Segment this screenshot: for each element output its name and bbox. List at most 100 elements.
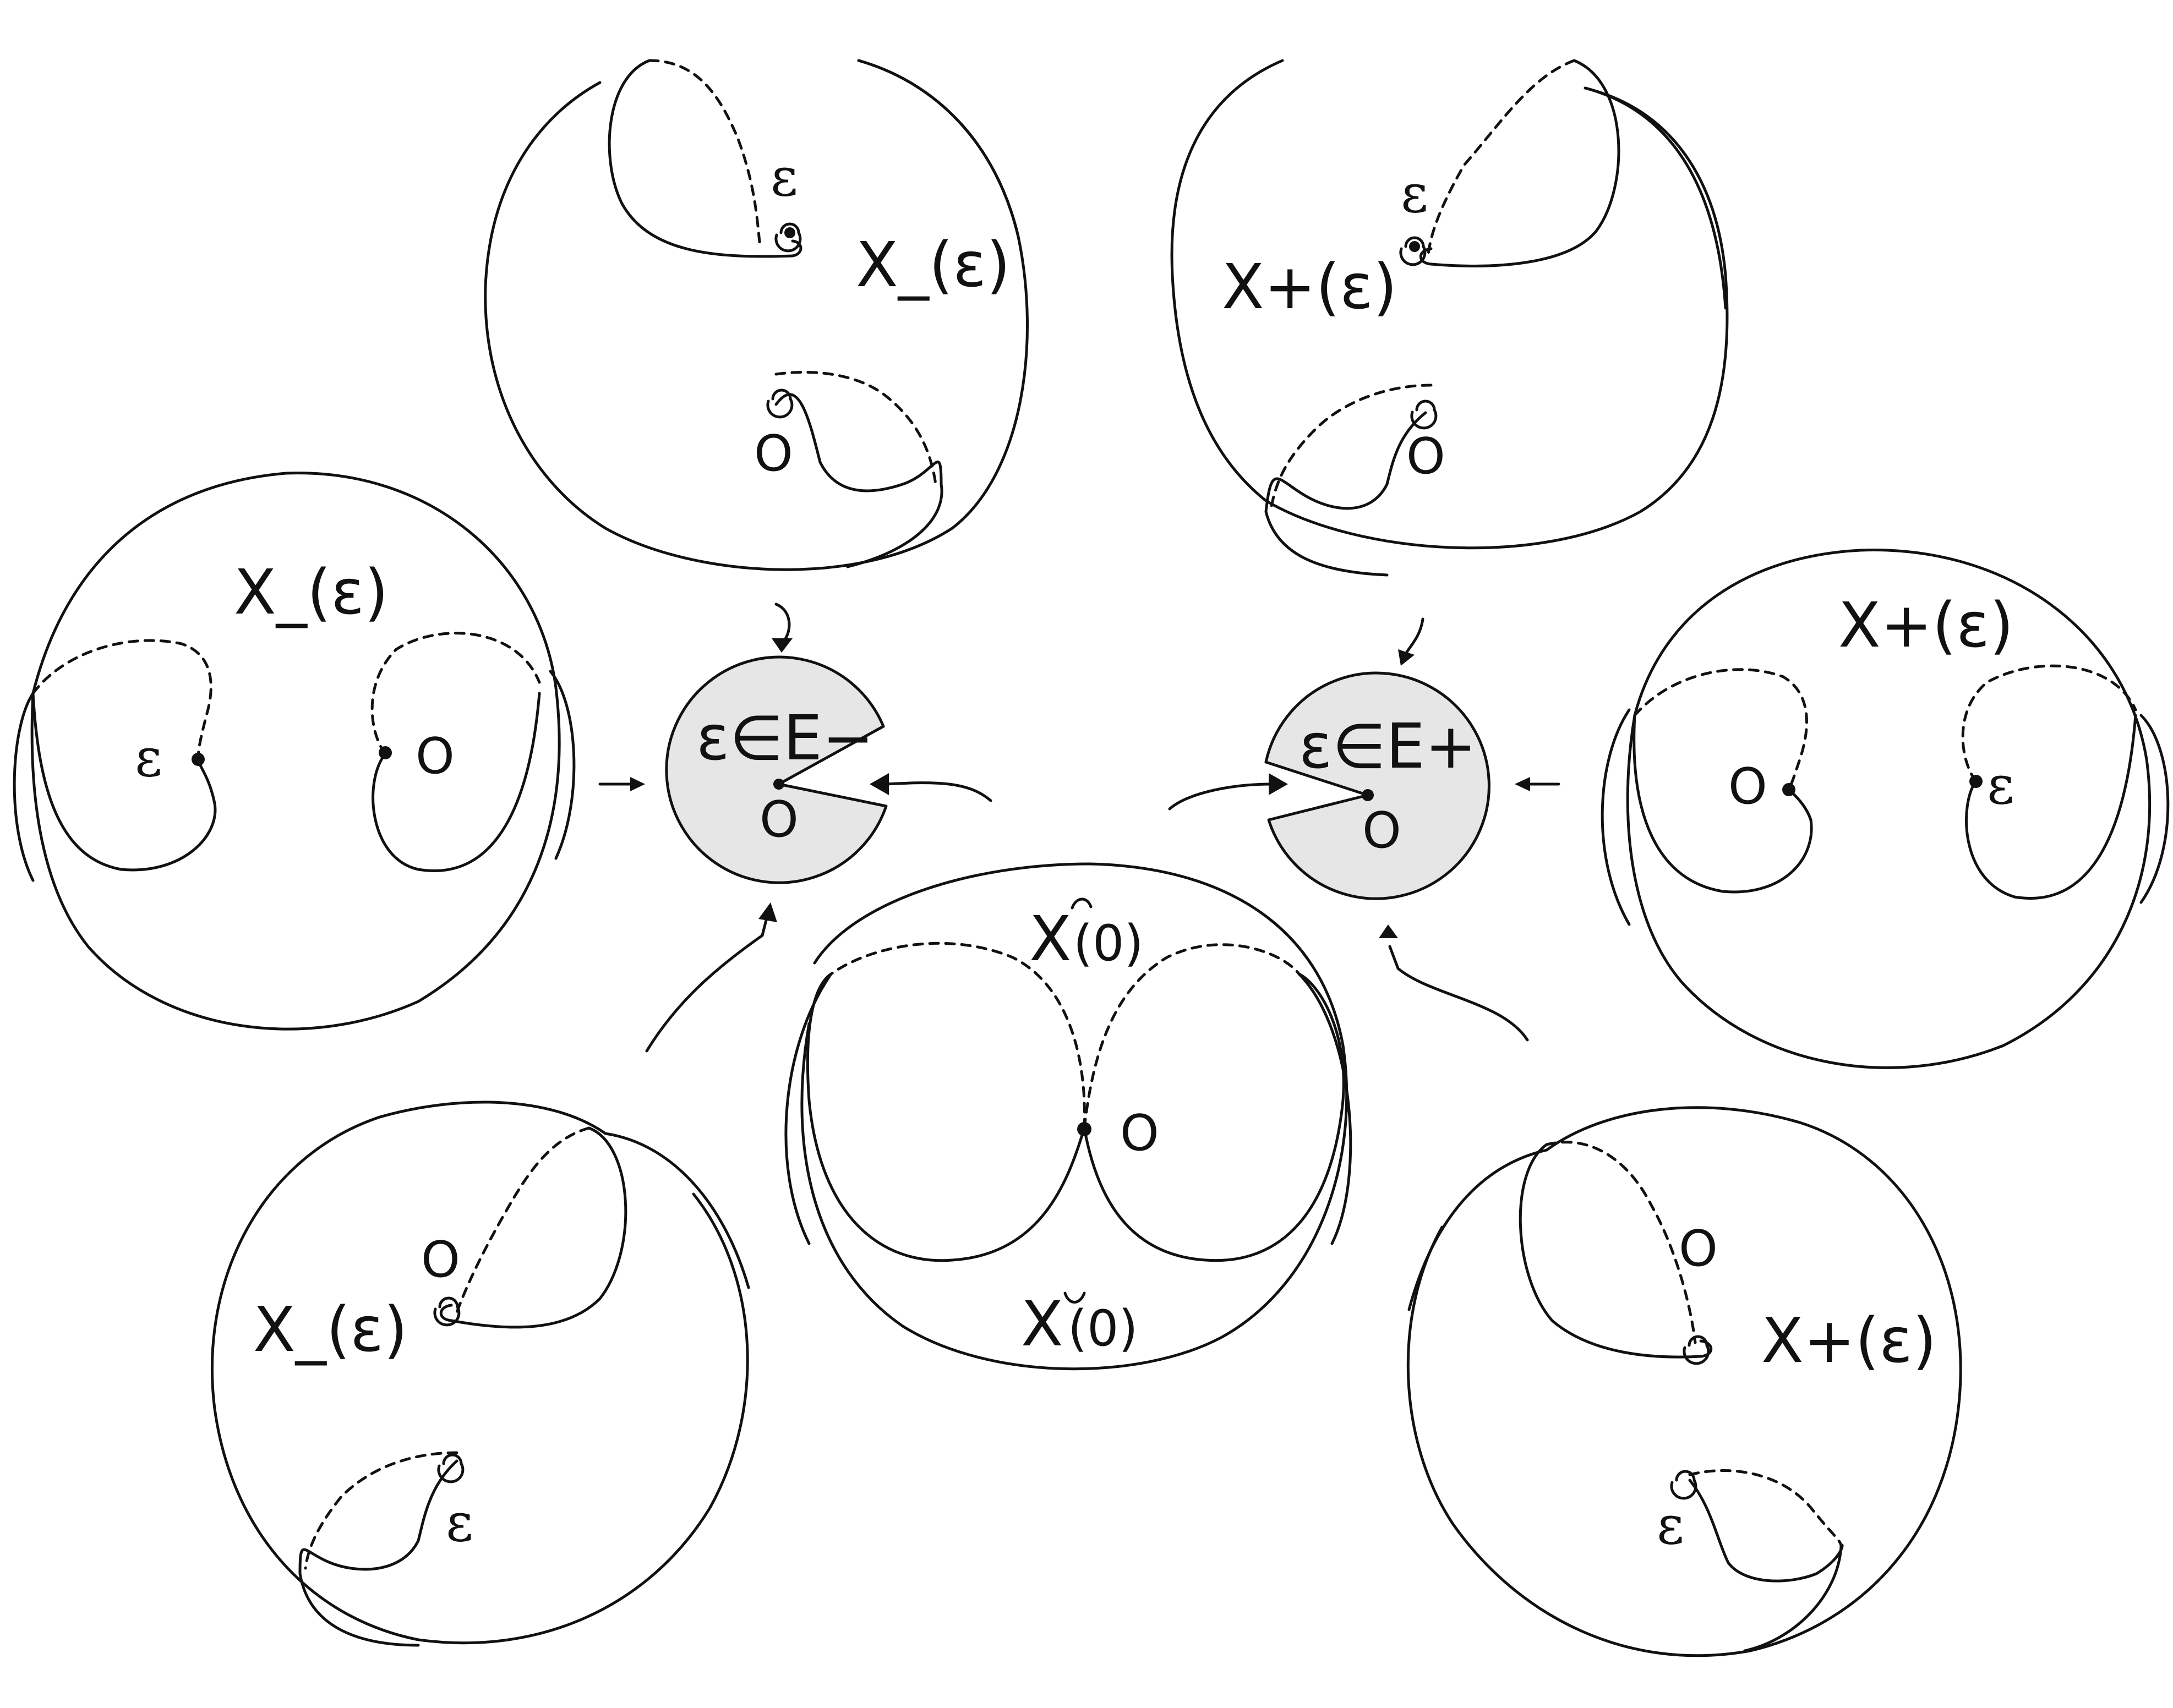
left-solid — [31, 692, 217, 872]
outer-arc — [1407, 1148, 1548, 1311]
left-lobe-dashed — [829, 941, 1086, 1130]
outer-arc-left — [784, 972, 833, 1245]
point-zero: O — [760, 791, 799, 848]
spiral-low — [1410, 399, 1438, 430]
right-solid — [372, 692, 541, 872]
sector-vertex — [1362, 789, 1374, 801]
parameter-disk-e-minus: ε∈E− O — [665, 655, 888, 884]
point-epsilon: ε — [1987, 754, 2014, 816]
loop-dashed — [1427, 59, 1576, 256]
point-epsilon: ε — [771, 146, 798, 208]
arrowhead — [630, 777, 645, 791]
disk-bottom-right: O ε X+(ε) — [1406, 1106, 1962, 1657]
lower-dashed — [1688, 1469, 1843, 1548]
spiral — [1683, 1335, 1710, 1365]
field-label-x-top: X — [1029, 904, 1072, 975]
right-dashed — [370, 632, 541, 756]
left-dashed — [31, 639, 212, 761]
lower-solid — [1688, 1479, 1844, 1652]
point-epsilon: ε — [1657, 1495, 1684, 1556]
disk-middle-left: ε O X_(ε) — [13, 472, 576, 1031]
arrowhead — [870, 773, 889, 795]
right-lobe-dashed — [1083, 943, 1301, 1130]
loop-solid — [439, 1126, 627, 1329]
cup-mark-icon — [1063, 1291, 1086, 1304]
right-lobe-solid — [1083, 972, 1345, 1262]
field-label-x-plus: X+(ε) — [1222, 251, 1397, 323]
point-epsilon: ε — [1401, 163, 1428, 225]
arrowhead — [772, 638, 793, 653]
lower-solid — [774, 393, 943, 568]
arrow-shaft — [774, 603, 791, 645]
right-dashed — [1961, 664, 2137, 783]
point-zero: O — [416, 727, 455, 785]
outer-arc-left — [1601, 708, 1631, 926]
point-zero: O — [1120, 1104, 1159, 1162]
arrow-shaft — [885, 781, 992, 802]
sector-label: ε∈E− — [696, 703, 874, 774]
field-label-x-top-arg: (0) — [1073, 915, 1144, 972]
lower-dashed — [1270, 384, 1433, 508]
disk-outline — [1626, 549, 2152, 1069]
outer-arc-right — [1297, 972, 1352, 1245]
outer-arc-left — [13, 692, 35, 882]
point-zero: O — [421, 1231, 460, 1289]
point-zero: O — [1406, 428, 1445, 485]
loop-solid — [1419, 59, 1620, 267]
point-epsilon: ε — [446, 1492, 473, 1553]
parameter-disk-e-plus: ε∈E+ O — [1264, 671, 1490, 900]
disk-middle-right: O ε X+(ε) — [1601, 549, 2170, 1069]
arrow-shaft — [1168, 782, 1273, 811]
loop-dashed — [455, 1126, 591, 1314]
outer-arc — [1584, 86, 1727, 310]
loop-dashed — [648, 59, 761, 244]
spiral-point — [784, 227, 795, 238]
arrowhead — [1379, 924, 1398, 938]
field-label-x-minus: X_(ε) — [234, 557, 389, 628]
outer-arc-right — [2139, 714, 2170, 904]
cusp-point — [1077, 1122, 1091, 1136]
spiral — [433, 1296, 461, 1327]
arrowhead — [1515, 777, 1530, 791]
spiral — [774, 222, 802, 253]
field-label-x-minus: X_(ε) — [856, 229, 1011, 301]
spiral-low — [766, 388, 794, 419]
point-zero: O — [754, 425, 793, 483]
disk-outline — [210, 1101, 749, 1645]
arrow-shaft — [645, 912, 769, 1053]
left-solid — [1633, 714, 1813, 894]
right-solid — [1965, 714, 2137, 900]
spiral-low — [1670, 1470, 1697, 1500]
outer-arc — [604, 1132, 750, 1289]
field-label-x-bottom: X — [1021, 1289, 1063, 1360]
point-zero: O — [1679, 1220, 1718, 1278]
spiral-point — [1409, 241, 1420, 252]
field-label-x-plus: X+(ε) — [1838, 590, 2014, 661]
disk-top-right: ε O X+(ε) — [1170, 59, 1729, 577]
arrows — [598, 603, 1560, 1053]
disk-top-left: ε O X_(ε) — [484, 59, 1029, 571]
left-dashed — [1633, 668, 1808, 791]
equilibrium-point — [1782, 783, 1795, 796]
lower-solid — [1264, 411, 1427, 577]
arrowhead — [758, 902, 777, 922]
loop-solid — [1519, 1143, 1713, 1359]
spiral-low — [437, 1453, 465, 1483]
lower-dashed — [304, 1451, 458, 1570]
field-label-x-minus: X_(ε) — [253, 1294, 408, 1366]
field-label-x-plus: X+(ε) — [1761, 1305, 1937, 1377]
disk-outline — [1406, 1106, 1962, 1657]
loop-solid — [608, 59, 802, 258]
left-lobe-solid — [806, 972, 1086, 1262]
loop-dashed — [1545, 1141, 1697, 1344]
disk-outline — [800, 862, 1348, 1371]
point-zero: O — [1728, 758, 1767, 815]
point-zero: O — [1362, 802, 1401, 860]
arrowhead — [1398, 649, 1415, 666]
equilibrium-point — [192, 753, 205, 766]
sector-fill — [1264, 671, 1490, 900]
spiral — [1399, 236, 1427, 266]
arrow-shaft — [1388, 945, 1529, 1042]
point-epsilon: ε — [135, 727, 162, 789]
